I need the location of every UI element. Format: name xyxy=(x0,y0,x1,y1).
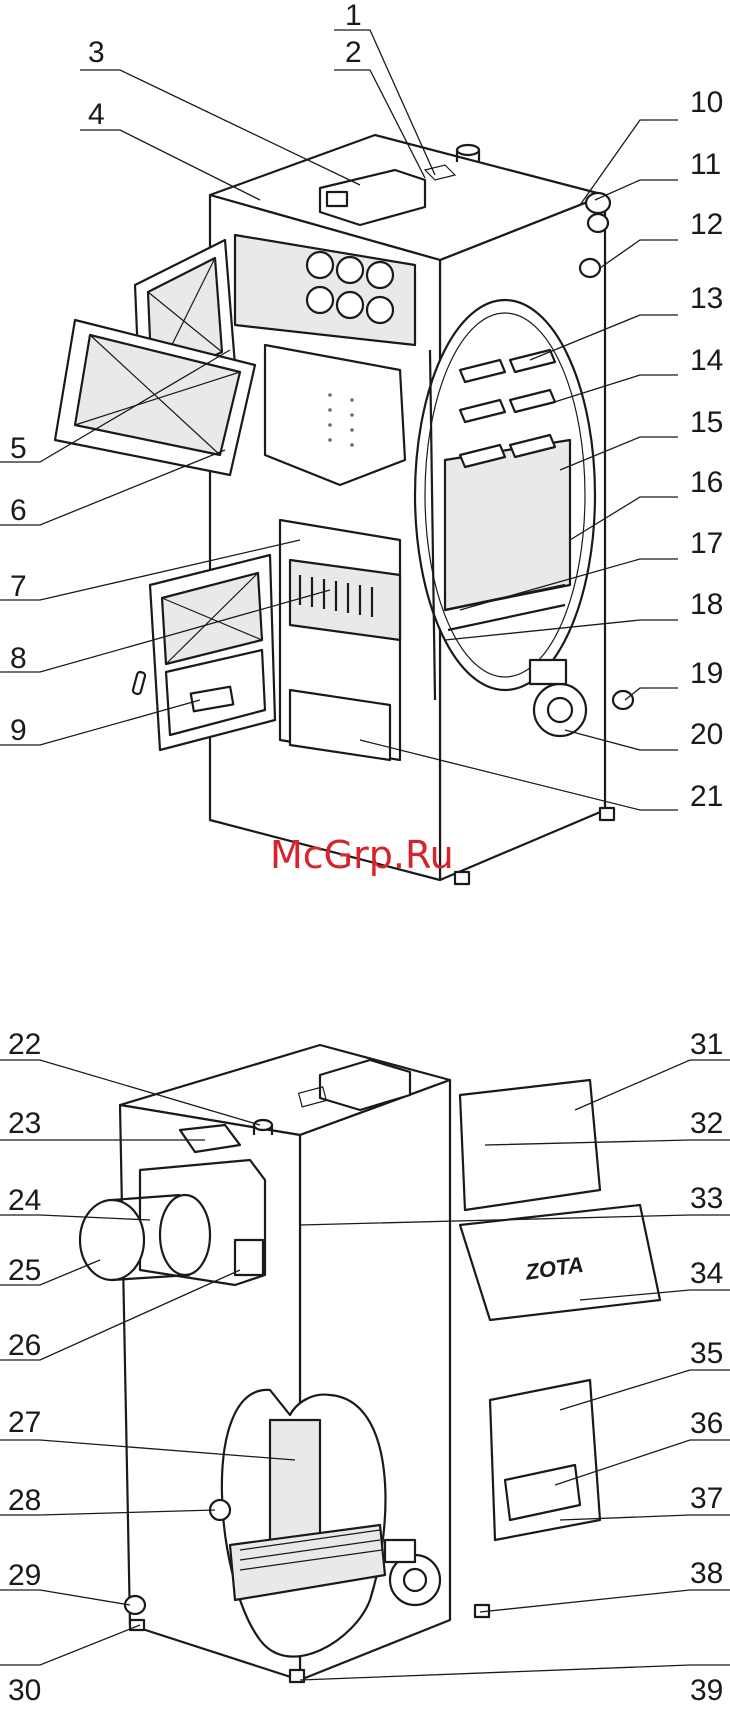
callout-32: 32 xyxy=(690,1107,723,1140)
callout-15: 15 xyxy=(690,406,723,439)
callout-9: 9 xyxy=(10,714,27,747)
callout-29: 29 xyxy=(8,1559,41,1592)
callout-16: 16 xyxy=(690,466,723,499)
callout-3: 3 xyxy=(88,36,105,69)
rear-right-doors: ZOTA xyxy=(460,1080,660,1540)
lower-door xyxy=(132,555,275,750)
callout-31: 31 xyxy=(690,1028,723,1061)
callout-4: 4 xyxy=(88,98,105,131)
callout-19: 19 xyxy=(690,657,723,690)
upper-door xyxy=(55,240,255,475)
callout-22: 22 xyxy=(8,1028,41,1061)
watermark: McGrp.Ru xyxy=(270,833,454,877)
callout-26: 26 xyxy=(8,1329,41,1362)
callout-37: 37 xyxy=(690,1482,723,1515)
callout-33: 33 xyxy=(690,1182,723,1215)
callout-21: 21 xyxy=(690,780,723,813)
callout-39: 39 xyxy=(690,1674,723,1707)
callout-36: 36 xyxy=(690,1407,723,1440)
callout-35: 35 xyxy=(690,1337,723,1370)
callout-14: 14 xyxy=(690,344,723,377)
callout-34: 34 xyxy=(690,1257,723,1290)
callout-27: 27 xyxy=(8,1406,41,1439)
callout-13: 13 xyxy=(690,282,723,315)
callout-25: 25 xyxy=(8,1254,41,1287)
callout-24: 24 xyxy=(8,1184,41,1217)
callout-10: 10 xyxy=(690,86,723,119)
callout-6: 6 xyxy=(10,494,27,527)
callout-7: 7 xyxy=(10,570,27,603)
boiler-front-view xyxy=(55,135,633,884)
callout-23: 23 xyxy=(8,1107,41,1140)
rear-inspection-opening xyxy=(222,1390,386,1657)
callout-1: 1 xyxy=(345,0,362,32)
callout-17: 17 xyxy=(690,527,723,560)
callout-11: 11 xyxy=(690,148,721,181)
callout-20: 20 xyxy=(690,718,723,751)
callout-12: 12 xyxy=(690,208,723,241)
callout-38: 38 xyxy=(690,1557,723,1590)
callout-30: 30 xyxy=(8,1674,41,1707)
callout-2: 2 xyxy=(345,36,362,69)
callout-5: 5 xyxy=(10,432,27,465)
callout-18: 18 xyxy=(690,588,723,621)
callout-8: 8 xyxy=(10,642,27,675)
callout-28: 28 xyxy=(8,1484,41,1517)
